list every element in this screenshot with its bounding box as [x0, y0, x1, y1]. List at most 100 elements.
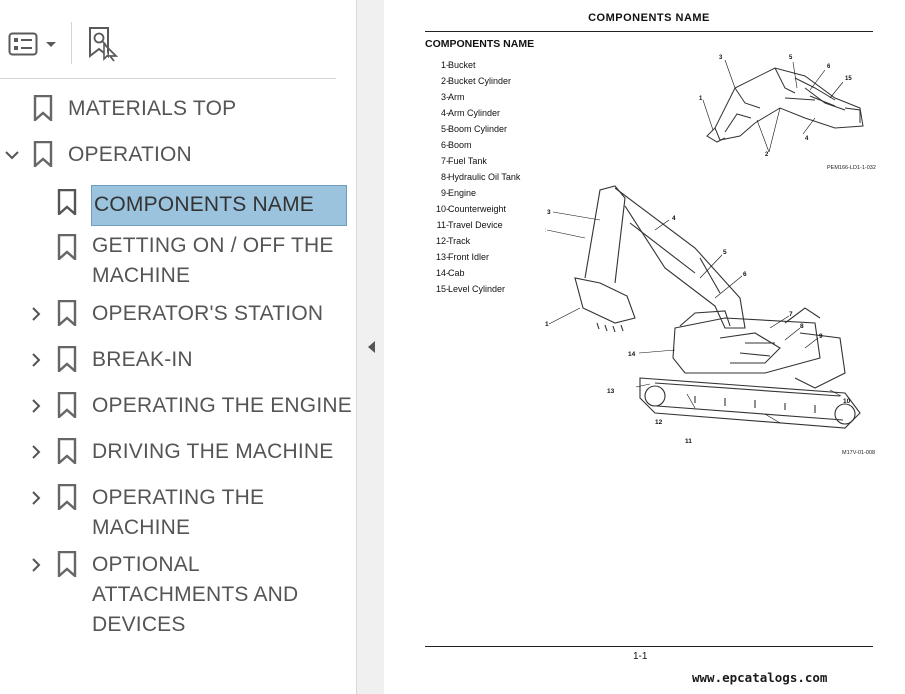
callout: 2: [545, 227, 546, 234]
expand-toggle[interactable]: [28, 490, 44, 506]
expand-toggle[interactable]: [28, 352, 44, 368]
excavator-illustration: 1 2 3 4 5 6 7 8 9 10 11 12 13 14: [545, 185, 861, 445]
add-bookmark-icon: [89, 27, 119, 62]
bookmark-operation[interactable]: OPERATION: [0, 140, 356, 172]
callout: 5: [723, 249, 727, 256]
expand-toggle[interactable]: [28, 306, 44, 322]
expand-toggle[interactable]: [28, 557, 44, 573]
list-item: 8-Hydraulic Oil Tank: [440, 172, 521, 182]
list-item: 12-Track: [435, 236, 471, 246]
list-item: 14-Cab: [435, 268, 465, 278]
bookmark-label: OPERATION: [68, 143, 192, 166]
bookmark-label: OPERATING THE: [92, 486, 265, 509]
bookmark-icon: [33, 95, 53, 121]
list-item: 6-Boom: [440, 140, 472, 150]
figure-caption: M17V-01-008: [842, 450, 876, 456]
toolbar-divider: [71, 22, 72, 64]
bookmark-icon: [57, 300, 77, 326]
chevron-right-icon: [32, 353, 41, 367]
watermark-url: www.epcatalogs.com: [692, 670, 828, 685]
bookmark-icon: [33, 141, 53, 167]
triangle-left-icon: [367, 341, 375, 353]
bookmark-icon: [57, 438, 77, 464]
list-item: 4-Arm Cylinder: [440, 108, 501, 118]
footer-rule: [425, 646, 873, 647]
callout: 6: [827, 64, 831, 70]
bookmark-icon: [57, 392, 77, 418]
callout: 1: [545, 321, 549, 328]
list-item: 7-Fuel Tank: [440, 156, 487, 166]
bookmarks-toolbar: [0, 0, 356, 80]
callout: 4: [805, 136, 809, 142]
chevron-right-icon: [32, 445, 41, 459]
chevron-right-icon: [32, 399, 41, 413]
callout: 14: [628, 351, 636, 358]
list-item: 11-Travel Device: [436, 220, 503, 230]
callout: 12: [655, 419, 663, 426]
caret-down-icon: [46, 42, 56, 47]
chevron-right-icon: [32, 491, 41, 505]
callout: 7: [789, 311, 793, 318]
document-page: COMPONENTS NAME COMPONENTS NAME 1-Bucket…: [385, 0, 905, 694]
options-menu-button[interactable]: [6, 26, 60, 62]
bookmark-operators-station[interactable]: OPERATOR'S STATION: [0, 299, 356, 331]
bookmark-operating-the-engine[interactable]: OPERATING THE ENGINE: [0, 391, 356, 423]
list-item: 1-Bucket: [440, 60, 476, 70]
bookmark-icon: [57, 551, 77, 577]
bookmark-icon: [57, 346, 77, 372]
callout: 9: [819, 333, 823, 340]
list-item: 9-Engine: [440, 188, 477, 198]
toolbar-bottom-divider: [0, 78, 336, 79]
page-header-title: COMPONENTS NAME: [588, 12, 710, 24]
bookmark-label: OPERATOR'S STATION: [92, 302, 324, 325]
bookmark-label: COMPONENTS NAME: [91, 185, 347, 226]
panel-collapse-handle[interactable]: [356, 0, 384, 694]
bookmark-label: GETTING ON / OFF THE: [92, 234, 334, 257]
bookmark-label-line3: DEVICES: [92, 613, 186, 636]
bookmark-getting-on-off[interactable]: GETTING ON / OFF THE MACHINE: [0, 231, 356, 293]
expand-toggle[interactable]: [28, 444, 44, 460]
list-item: 2-Bucket Cylinder: [440, 76, 512, 86]
callout: 10: [843, 398, 851, 405]
callout: 6: [743, 271, 747, 278]
bookmark-components-name[interactable]: COMPONENTS NAME: [0, 185, 356, 226]
bookmark-label: OPERATING THE ENGINE: [92, 394, 352, 417]
callout: 15: [845, 76, 852, 82]
bookmark-break-in[interactable]: BREAK-IN: [0, 345, 356, 377]
bookmark-materials-top[interactable]: MATERIALS TOP: [0, 94, 356, 126]
list-item: 3-Arm: [440, 92, 465, 102]
bookmark-label-line2: MACHINE: [92, 264, 191, 287]
bookmark-operating-the-machine[interactable]: OPERATING THE MACHINE: [0, 483, 356, 545]
bookmark-icon: [57, 189, 77, 215]
add-bookmark-button[interactable]: [84, 24, 122, 64]
list-options-icon: [8, 32, 38, 56]
expand-toggle[interactable]: [28, 398, 44, 414]
chevron-down-icon: [5, 151, 19, 160]
list-item: 13-Front Idler: [435, 252, 490, 262]
callout: 1: [699, 96, 703, 102]
list-item: 5-Boom Cylinder: [440, 124, 508, 134]
bookmark-icon: [57, 484, 77, 510]
bookmark-icon: [57, 234, 77, 260]
callout: 5: [789, 55, 793, 61]
callout: 3: [719, 55, 723, 61]
bookmark-label: MATERIALS TOP: [68, 97, 237, 120]
list-item: 10-Counterweight: [435, 204, 507, 214]
bookmark-optional-attachments[interactable]: OPTIONAL ATTACHMENTS AND DEVICES: [0, 550, 356, 642]
bookmark-label: OPTIONAL: [92, 553, 200, 576]
bookmark-label-line2: MACHINE: [92, 516, 191, 539]
collapse-toggle[interactable]: [4, 147, 20, 163]
chevron-right-icon: [32, 307, 41, 321]
bookmark-driving-the-machine[interactable]: DRIVING THE MACHINE: [0, 437, 356, 469]
front-attachment-illustration: 3 1 2 4 5 6 15: [699, 55, 864, 158]
bookmarks-panel: MATERIALS TOP OPERATION COMPONENTS NAME …: [0, 0, 356, 694]
callout: 4: [672, 215, 676, 222]
figure-caption: PEM166-LD1-1-032: [827, 165, 876, 171]
callout: 2: [765, 152, 769, 158]
bookmark-label: DRIVING THE MACHINE: [92, 440, 334, 463]
page-number: 1-1: [633, 651, 648, 662]
section-title: COMPONENTS NAME: [425, 38, 535, 50]
callout: 3: [547, 209, 551, 216]
chevron-right-icon: [32, 558, 41, 572]
bookmark-label-line2: ATTACHMENTS AND: [92, 583, 299, 606]
